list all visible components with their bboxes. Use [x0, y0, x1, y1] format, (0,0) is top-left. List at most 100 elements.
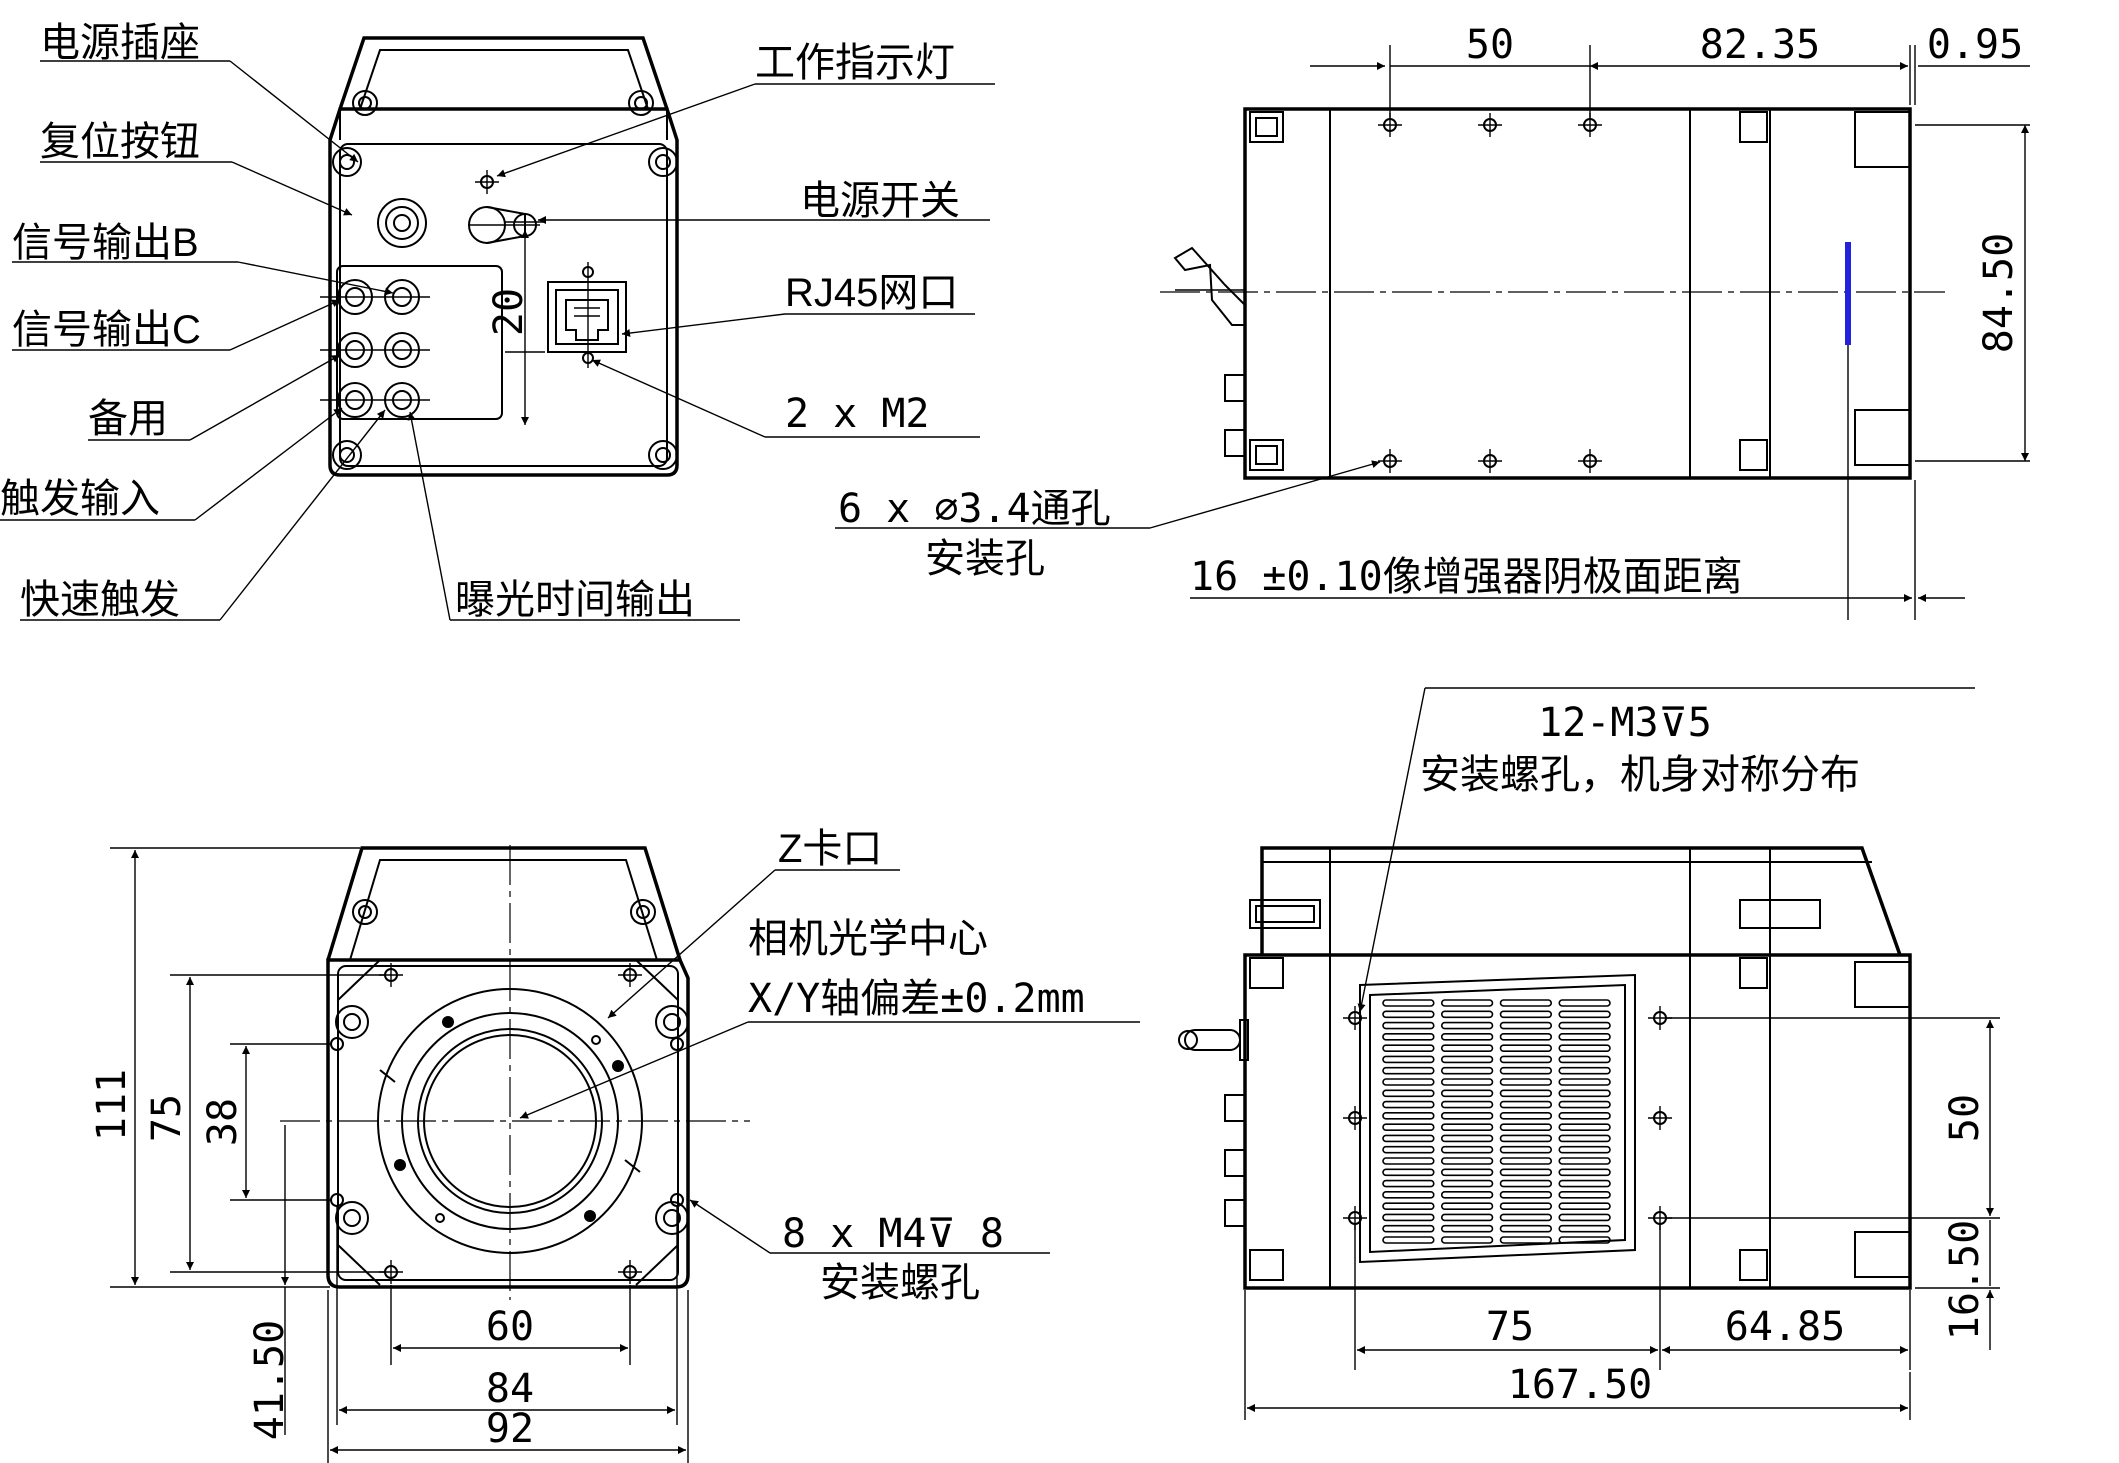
- vent-slot: [1440, 1202, 1494, 1210]
- label-exposure-out: 曝光时间输出: [455, 578, 695, 622]
- vent-slot: [1558, 1055, 1611, 1064]
- vent-slot: [1382, 999, 1435, 1007]
- label-fast-trigger: 快速触发: [20, 578, 180, 622]
- vent-slot: [1499, 1145, 1553, 1154]
- dim-16-50: 16.50: [1942, 1220, 1988, 1340]
- dim-50-top: 50: [1466, 22, 1514, 68]
- label-through-holes: 6 x ∅3.4通孔: [838, 486, 1111, 532]
- label-screws-m2: 2 x M2: [785, 391, 930, 437]
- vent-slot: [1558, 1224, 1611, 1233]
- side-view: 12-M3⊽5 安装螺孔，机身对称分布 50 16.50 75 64.85 16…: [1178, 687, 2000, 1420]
- vent-slot: [1440, 1213, 1494, 1222]
- vent-slot: [1499, 1066, 1553, 1075]
- dim-75-front: 75: [144, 1094, 190, 1142]
- vent-slot: [1440, 999, 1494, 1007]
- vent-slot: [1440, 1066, 1494, 1075]
- side-knob-icon: [1178, 1019, 1249, 1061]
- dim-41-50: 41.50: [247, 1320, 293, 1440]
- label-m3-holes: 12-M3⊽5: [1538, 700, 1712, 746]
- vent-slot: [1499, 999, 1553, 1007]
- vent-slot: [1558, 1033, 1611, 1041]
- vent-slot: [1382, 1168, 1435, 1177]
- label-rj45: RJ45网口: [785, 271, 958, 315]
- dim-75-side: 75: [1486, 1304, 1534, 1350]
- vent-slot: [1558, 1157, 1611, 1165]
- vent-slot: [1440, 1145, 1494, 1154]
- switch-knob-icon: [1173, 246, 1246, 326]
- vent-slot: [1440, 1100, 1494, 1109]
- vent-slot: [1382, 1224, 1435, 1233]
- vent-slot: [1499, 1202, 1553, 1210]
- vent-slot: [1382, 1044, 1435, 1052]
- vent-slot: [1499, 1021, 1553, 1030]
- label-z-mount: Z卡口: [778, 827, 882, 871]
- vent-slot: [1382, 1123, 1435, 1131]
- vent-slot: [1382, 1100, 1435, 1109]
- vent-slot: [1499, 1078, 1553, 1086]
- vent-slot: [1440, 1123, 1494, 1131]
- vent-slot: [1499, 1044, 1553, 1052]
- vent-slot: [1382, 1066, 1435, 1075]
- vent-slot: [1382, 1089, 1435, 1098]
- vent-slot: [1440, 1236, 1494, 1244]
- label-reset-button: 复位按钮: [40, 120, 200, 164]
- vent-slot: [1499, 1100, 1553, 1109]
- connectors-grid: [320, 279, 430, 418]
- dim-0-95: 0.95: [1927, 22, 2023, 68]
- dim-84-front: 84: [486, 1366, 534, 1412]
- dim-167-50: 167.50: [1508, 1362, 1653, 1408]
- vent-slot: [1382, 1145, 1435, 1154]
- vent-slot: [1382, 1202, 1435, 1210]
- vent-slot: [1440, 1224, 1494, 1233]
- vent-slot: [1440, 1112, 1494, 1120]
- label-trigger-in: 触发输入: [0, 477, 160, 521]
- vent-slot: [1440, 1055, 1494, 1064]
- vent-slot: [1440, 1191, 1494, 1199]
- vent-slot: [1558, 1089, 1611, 1098]
- vent-slot: [1499, 1089, 1553, 1098]
- vent-slot: [1382, 1010, 1435, 1019]
- vent-slot: [1558, 1100, 1611, 1109]
- vent-slot: [1499, 1179, 1553, 1188]
- vent-slot: [1499, 1224, 1553, 1233]
- label-m3-desc: 安装螺孔，机身对称分布: [1420, 753, 1860, 797]
- vent-slot: [1558, 1044, 1611, 1052]
- vent-grille: [1359, 973, 1636, 1264]
- label-signal-out-b: 信号输出B: [12, 221, 199, 265]
- power-switch-icon: [468, 206, 540, 244]
- vent-slot: [1499, 1112, 1553, 1120]
- label-xy-deviation: X/Y轴偏差±0.2mm: [748, 976, 1085, 1022]
- label-m4-mount: 安装螺孔: [820, 1261, 980, 1305]
- vent-slot: [1558, 1134, 1611, 1143]
- label-spare: 备用: [88, 397, 168, 441]
- vent-slot: [1499, 1033, 1553, 1041]
- dim-50-side: 50: [1942, 1094, 1988, 1142]
- vent-slot: [1558, 1236, 1611, 1244]
- label-optical-center: 相机光学中心: [748, 917, 988, 961]
- vent-slot: [1558, 1010, 1611, 1019]
- vent-slot: [1499, 1134, 1553, 1143]
- vent-slot: [1440, 1134, 1494, 1143]
- vent-slot: [1558, 1021, 1611, 1030]
- vent-slot: [1382, 1179, 1435, 1188]
- label-mount-holes: 安装孔: [925, 537, 1045, 581]
- vent-slot: [1440, 1044, 1494, 1052]
- vent-slot: [1499, 1191, 1553, 1199]
- label-signal-out-c: 信号输出C: [12, 308, 201, 352]
- vent-slot: [1558, 1145, 1611, 1154]
- vent-slot: [1558, 1202, 1611, 1210]
- dim-82-35: 82.35: [1700, 22, 1820, 68]
- label-power-switch: 电源开关: [800, 179, 960, 223]
- label-power-socket: 电源插座: [40, 21, 200, 65]
- vent-slot: [1382, 1055, 1435, 1064]
- mount-holes-top-view: [1378, 113, 1602, 473]
- top-view: 50 82.35 0.95 84.50 6 x ∅3.4通孔 安装孔 16 ±0…: [835, 22, 2030, 620]
- vent-slot: [1558, 1123, 1611, 1131]
- dim-60: 60: [486, 1304, 534, 1350]
- vent-slot: [1440, 1078, 1494, 1086]
- vent-slot: [1440, 1157, 1494, 1165]
- vent-slot: [1440, 1089, 1494, 1098]
- vent-slot: [1440, 1010, 1494, 1019]
- front-view: 111 75 38 41.50 60 84 92 Z卡口 相机光学中心 X/Y轴…: [89, 827, 1140, 1463]
